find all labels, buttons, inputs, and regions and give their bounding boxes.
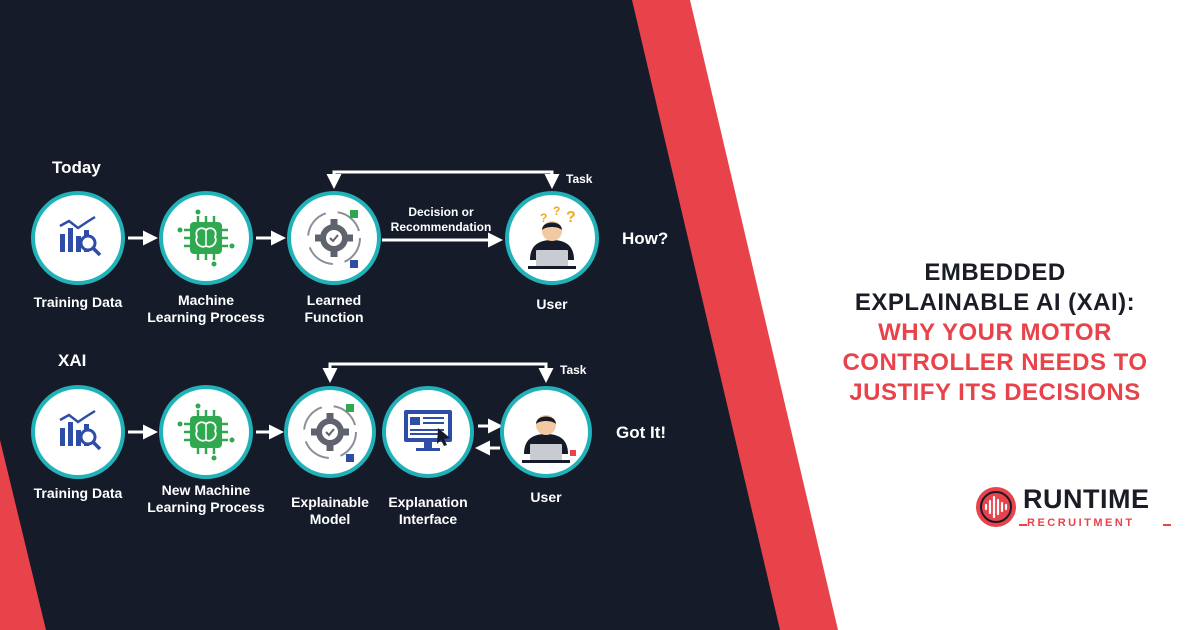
waveform-icon	[976, 487, 1016, 527]
xai-title: XAI	[58, 351, 87, 370]
node-label: Training Data	[33, 485, 123, 501]
headline: EMBEDDED EXPLAINABLE AI (XAI): WHY YOUR …	[820, 258, 1170, 408]
node-label: User	[536, 296, 568, 312]
node-label: Explanation Interface	[388, 494, 468, 527]
question-mark-icon: ?	[566, 209, 576, 226]
xai-explanation-interface-node	[382, 386, 474, 478]
headline-line: WHY YOUR MOTOR	[878, 319, 1112, 346]
today-training-data-node	[31, 191, 125, 285]
today-title: Today	[52, 158, 101, 177]
headline-line: JUSTIFY ITS DECISIONS	[849, 379, 1141, 406]
runtime-logo[interactable]: RUNTIME RECRUITMENT	[975, 484, 1175, 534]
today-learned-function-node	[287, 191, 381, 285]
node-label: New Machine Learning Process	[147, 482, 265, 515]
mug-icon	[570, 450, 576, 456]
logo-wordmark: RUNTIME	[1023, 484, 1150, 514]
node-label: Learned Function	[304, 292, 364, 325]
outcome-label: How?	[622, 229, 669, 248]
xai-training-data-node	[31, 385, 125, 479]
node-label: Explainable Model	[291, 494, 369, 527]
xai-user-node	[500, 386, 592, 478]
task-label: Task	[560, 363, 587, 377]
logo-subtitle: RECRUITMENT	[1027, 517, 1135, 529]
node-label: User	[530, 489, 562, 505]
logo-dash	[1019, 524, 1027, 526]
task-loop-arrow	[326, 170, 560, 189]
decision-label: Decision or Recommendation	[390, 205, 492, 234]
today-ml-process-node	[159, 191, 253, 285]
task-loop-arrow	[322, 362, 554, 383]
logo-dash	[1163, 524, 1171, 526]
question-mark-icon: ?	[540, 211, 547, 225]
outcome-label: Got It!	[616, 423, 667, 442]
headline-line: CONTROLLER NEEDS TO	[842, 349, 1148, 376]
today-user-node: ? ? ?	[505, 191, 599, 285]
node-label: Training Data	[33, 294, 123, 310]
node-label: Machine Learning Process	[147, 292, 265, 325]
question-mark-icon: ?	[553, 204, 560, 218]
xai-explainable-model-node	[284, 386, 376, 478]
headline-line: EMBEDDED	[924, 259, 1066, 286]
task-label: Task	[566, 172, 593, 186]
red-stripe	[628, 0, 838, 630]
xai-ml-process-node	[159, 385, 253, 479]
headline-line: EXPLAINABLE AI (XAI):	[854, 289, 1136, 316]
red-corner	[0, 440, 46, 630]
